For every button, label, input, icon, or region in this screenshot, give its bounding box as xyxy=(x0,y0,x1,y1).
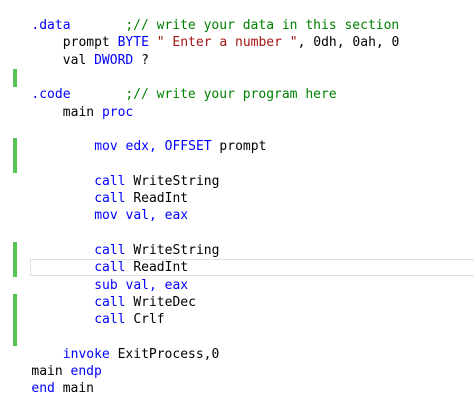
code-line[interactable]: invoke ExitProcess,0 xyxy=(63,346,220,363)
code-token: ExitProcess,0 xyxy=(109,346,220,362)
code-line[interactable]: prompt BYTE " Enter a number ", 0dh, 0ah… xyxy=(63,34,400,51)
code-token: mov edx, xyxy=(94,139,165,155)
code-token: , 0dh, 0ah, 0 xyxy=(297,35,400,51)
change-marker xyxy=(13,241,17,260)
code-token: main xyxy=(31,364,71,379)
code-line[interactable]: call WriteString xyxy=(94,173,219,190)
current-line-highlight xyxy=(30,259,474,277)
code-token: endp xyxy=(70,364,102,379)
code-token: end xyxy=(31,381,55,397)
code-line[interactable]: call Crlf xyxy=(94,311,164,328)
code-line[interactable]: mov edx, OFFSET prompt xyxy=(94,138,266,155)
change-marker xyxy=(13,311,17,330)
code-line[interactable]: val DWORD ? xyxy=(63,52,149,69)
code-line[interactable]: call ReadInt xyxy=(94,190,188,207)
code-line[interactable]: .code ;// write your program here xyxy=(31,86,336,103)
code-token: DWORD xyxy=(94,52,134,68)
code-token: mov val, eax xyxy=(94,208,189,224)
code-token: ;// write your data in this section xyxy=(70,18,400,33)
code-token: " Enter a number " xyxy=(156,35,298,51)
change-marker xyxy=(13,293,17,312)
code-token: .data xyxy=(31,18,71,33)
change-marker xyxy=(13,138,17,157)
code-token: ? xyxy=(133,52,149,68)
code-token: WriteString xyxy=(125,173,220,189)
code-line[interactable]: mov val, eax xyxy=(94,207,188,224)
code-token: BYTE xyxy=(117,35,149,51)
code-token: ReadInt xyxy=(125,260,189,276)
code-token: call xyxy=(94,260,126,276)
change-marker xyxy=(13,328,17,347)
code-token: invoke xyxy=(62,346,110,362)
code-token: call xyxy=(94,191,126,206)
change-marker xyxy=(13,68,17,87)
code-line[interactable]: sub val, eax xyxy=(94,277,188,294)
code-token xyxy=(149,35,157,50)
code-token: ReadInt xyxy=(125,191,189,206)
change-marker xyxy=(13,155,17,174)
code-line[interactable]: .data ;// write your data in this sectio… xyxy=(31,17,399,34)
code-token: OFFSET xyxy=(164,139,212,155)
code-token: prompt xyxy=(62,35,118,51)
code-line[interactable]: end main xyxy=(31,380,94,397)
code-line[interactable]: call WriteDec xyxy=(94,294,196,311)
code-line[interactable]: main proc xyxy=(63,104,133,121)
code-token: call xyxy=(94,312,126,328)
change-marker xyxy=(13,259,17,278)
code-token: WriteString xyxy=(125,242,220,258)
code-token: sub val, eax xyxy=(94,277,189,293)
code-token: call xyxy=(94,173,126,189)
code-token: val xyxy=(62,52,95,68)
code-line[interactable]: call WriteString xyxy=(94,242,219,259)
code-token: call xyxy=(94,294,126,310)
code-token: WriteDec xyxy=(125,294,196,310)
code-token: .code xyxy=(31,87,71,103)
code-token: prompt xyxy=(211,139,267,155)
code-token: main xyxy=(62,104,102,120)
code-token: ;// write your program here xyxy=(70,87,337,103)
code-token: main xyxy=(54,381,95,397)
code-token: proc xyxy=(101,104,134,120)
code-line[interactable]: main endp xyxy=(31,363,101,380)
code-token: call xyxy=(94,242,126,258)
code-token: Crlf xyxy=(125,312,165,328)
code-line[interactable]: call ReadInt xyxy=(94,259,188,276)
